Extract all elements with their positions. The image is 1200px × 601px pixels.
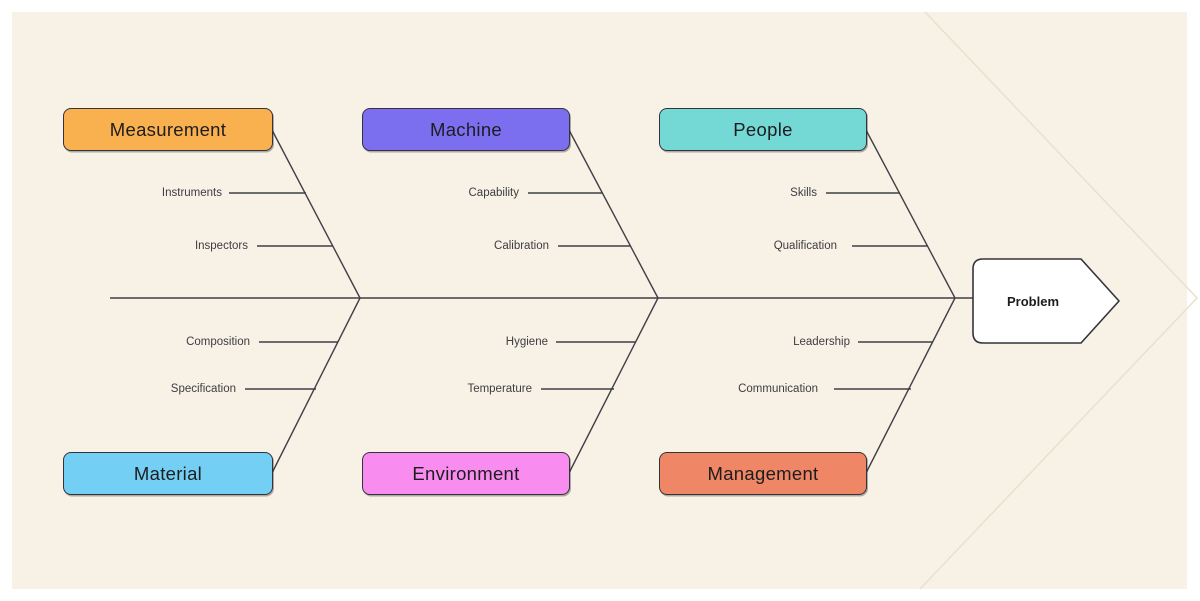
watermark-chevron [919,11,1199,590]
cause-label-hygiene[interactable]: Hygiene [505,336,548,348]
category-box-people[interactable]: People [659,108,867,151]
cause-label-temperature[interactable]: Temperature [467,383,532,395]
category-box-material[interactable]: Material [63,452,273,495]
cause-label-inspectors[interactable]: Inspectors [194,240,248,252]
fishbone-canvas: Measurement Machine People Material Envi… [12,11,1199,590]
category-label: People [733,118,793,140]
category-label: Management [707,462,819,484]
category-box-environment[interactable]: Environment [362,452,570,495]
bone-management [865,297,956,474]
category-label: Material [133,462,203,484]
bone-material [271,297,361,474]
cause-label-skills[interactable]: Skills [790,187,817,199]
bone-machine [568,129,659,299]
cause-label-communication[interactable]: Communication [738,383,818,395]
category-label: Environment [412,462,520,484]
category-box-management[interactable]: Management [659,452,867,495]
cause-label-instruments[interactable]: Instruments [161,187,222,199]
category-label: Machine [429,118,503,140]
bone-people [865,129,956,299]
bone-measurement [271,129,361,299]
category-box-measurement[interactable]: Measurement [63,108,273,151]
category-label: Measurement [109,118,227,140]
cause-label-composition[interactable]: Composition [186,336,250,348]
problem-shape[interactable] [972,258,1120,344]
bone-environment [568,297,659,474]
fishbone-skeleton [110,129,973,474]
problem-node-label[interactable]: Problem [1006,293,1059,309]
cause-label-qualification[interactable]: Qualification [773,240,837,252]
cause-label-specification[interactable]: Specification [170,383,236,395]
cause-label-calibration[interactable]: Calibration [494,240,549,252]
cause-label-leadership[interactable]: Leadership [793,336,850,348]
category-box-machine[interactable]: Machine [362,108,570,151]
cause-label-capability[interactable]: Capability [468,187,520,199]
